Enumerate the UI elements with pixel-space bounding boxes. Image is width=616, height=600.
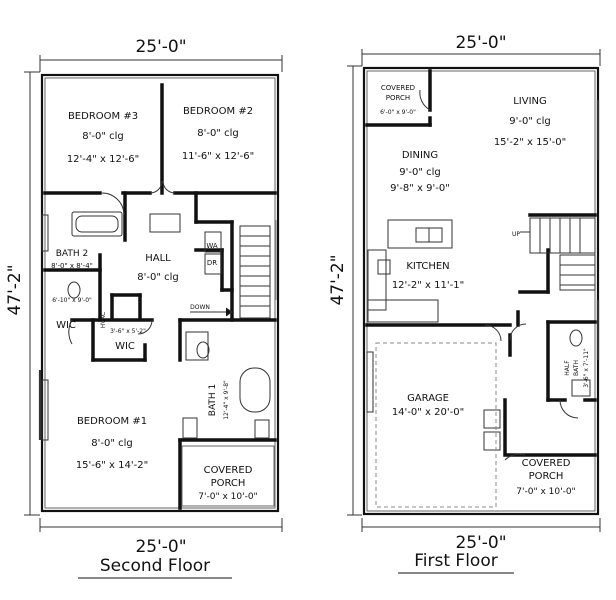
- first-floor-dimension-lines: [347, 49, 601, 532]
- porch-top-size: 6'-0" x 9'-0": [380, 109, 416, 116]
- second-floor-fixtures: [38, 180, 277, 441]
- porch-top-name1: COVERED: [381, 84, 415, 92]
- down-label: DOWN: [190, 304, 210, 311]
- bedroom2-size: 11'-6" x 12'-6": [182, 151, 254, 162]
- porch2-name2: PORCH: [211, 478, 246, 489]
- half-bath-name2: BATH: [573, 360, 580, 376]
- bedroom3-name: BEDROOM #3: [68, 111, 138, 122]
- garage-size: 14'-0" x 20'-0": [392, 407, 464, 418]
- bedroom2-ceiling: 8'-0" clg: [197, 128, 238, 139]
- bedroom3-ceiling: 8'-0" clg: [82, 131, 123, 142]
- first-floor-dim-bottom: 25'-0": [455, 533, 506, 553]
- dining-ceiling: 9'-0" clg: [399, 167, 440, 178]
- kitchen-name: KITCHEN: [406, 261, 449, 272]
- bath1-name: BATH 1: [208, 384, 218, 416]
- up-label: UP: [512, 231, 520, 238]
- dining-name: DINING: [402, 150, 438, 161]
- first-floor-exterior-walls: [362, 66, 600, 516]
- bath2-size: 8'-0" x 8'-4": [51, 262, 93, 270]
- wic2-name: WIC: [115, 341, 135, 352]
- second-floor-dim-side: 47'-2": [5, 264, 25, 315]
- hall-ceiling: 8'-0" clg: [137, 272, 178, 283]
- hvac-label: HVAC: [100, 312, 107, 328]
- half-bath-name1: HALF: [564, 360, 571, 376]
- first-floor-plan: 25'-0" 25'-0" 47'-2" COVERED PORCH 6'-0"…: [328, 33, 601, 574]
- porch2-size: 7'-0" x 10'-0": [198, 492, 257, 502]
- porch-bottom-name1: COVERED: [522, 458, 571, 469]
- porch-bottom-name2: PORCH: [529, 471, 564, 482]
- wic1-name: WIC: [56, 320, 76, 331]
- bedroom1-size: 15'-6" x 14'-2": [76, 460, 148, 471]
- wic2-size: 3'-6" x 5'-2": [110, 328, 146, 335]
- porch-top-name2: PORCH: [386, 94, 410, 102]
- second-floor-plan: 25'-0" 25'-0" 47'-2" BEDROOM #3 8'-0" cl…: [5, 37, 283, 579]
- porch2-name1: COVERED: [204, 465, 253, 476]
- bedroom2-name: BEDROOM #2: [183, 106, 253, 117]
- first-floor-fixtures: [366, 89, 600, 508]
- second-floor-interior-walls: [43, 83, 277, 510]
- living-ceiling: 9'-0" clg: [509, 116, 550, 127]
- kitchen-size: 12'-2" x 11'-1": [392, 280, 464, 291]
- half-bath-size: 3'-6" x 7'-11": [583, 348, 590, 388]
- second-floor-dim-bottom: 25'-0": [135, 537, 186, 557]
- hall-name: HALL: [145, 253, 171, 264]
- living-size: 15'-2" x 15'-0": [494, 137, 566, 148]
- first-floor-interior-walls: [365, 69, 597, 457]
- second-floor-title: Second Floor: [100, 556, 210, 576]
- porch-bottom-size: 7'-0" x 10'-0": [516, 487, 575, 497]
- dr-label: DR: [207, 259, 217, 267]
- bath2-name: BATH 2: [56, 249, 88, 259]
- bath1-size: 12'-4" x 9'-8": [223, 380, 230, 420]
- bedroom1-name: BEDROOM #1: [77, 416, 147, 427]
- garage-name: GARAGE: [407, 393, 449, 404]
- first-floor-title: First Floor: [414, 551, 497, 571]
- bedroom1-ceiling: 8'-0" clg: [91, 438, 132, 449]
- dining-size: 9'-8" x 9'-0": [390, 183, 450, 194]
- first-floor-dim-side: 47'-2": [328, 254, 348, 305]
- second-floor-dimension-lines: [24, 55, 283, 532]
- second-floor-porch-outline: [181, 445, 275, 507]
- living-name: LIVING: [513, 96, 547, 107]
- wic1-size: 6'-10" x 9'-0": [52, 297, 92, 304]
- first-floor-dim-top: 25'-0": [455, 33, 506, 53]
- second-floor-dim-top: 25'-0": [135, 37, 186, 57]
- bedroom3-size: 12'-4" x 12'-6": [67, 154, 139, 165]
- wa-label: WA: [206, 242, 218, 250]
- second-floor-exterior-walls: [40, 73, 280, 513]
